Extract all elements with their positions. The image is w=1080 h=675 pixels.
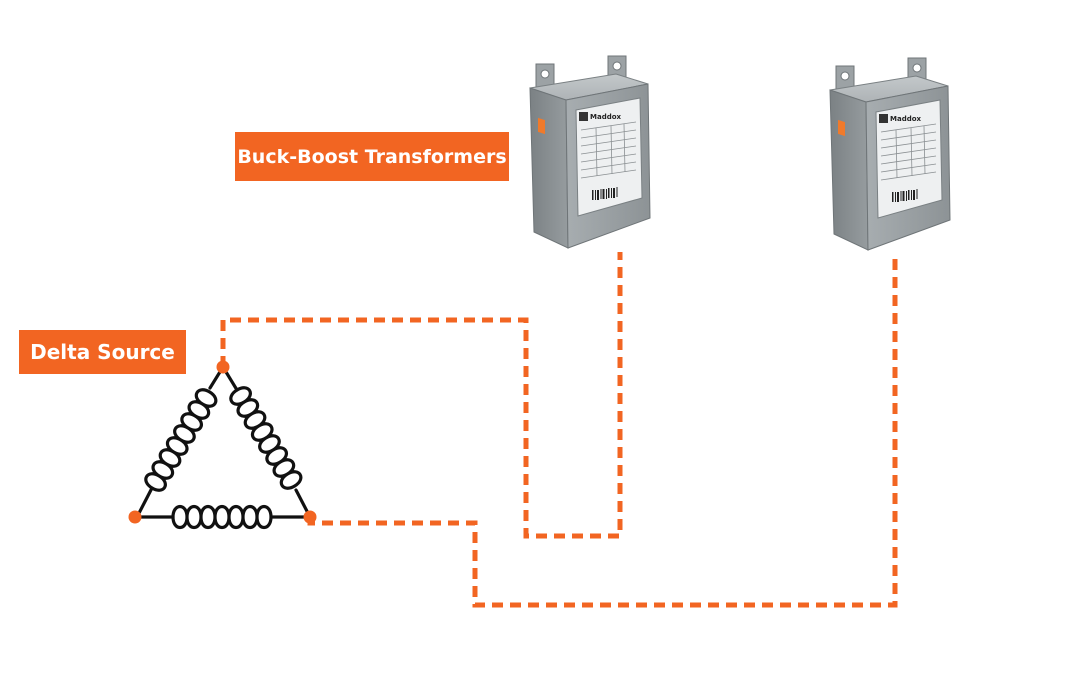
node-left [129, 511, 142, 524]
transformer-2-icon [830, 58, 950, 250]
delta-source-label: Delta Source [19, 330, 186, 374]
wire-top-loop [223, 252, 620, 536]
transformer-1-icon [530, 56, 650, 248]
node-right [304, 511, 317, 524]
node-top [217, 361, 230, 374]
delta-coil-icon [137, 367, 310, 528]
wire-bottom-loop [310, 252, 895, 605]
buck-boost-label: Buck-Boost Transformers [235, 132, 509, 181]
